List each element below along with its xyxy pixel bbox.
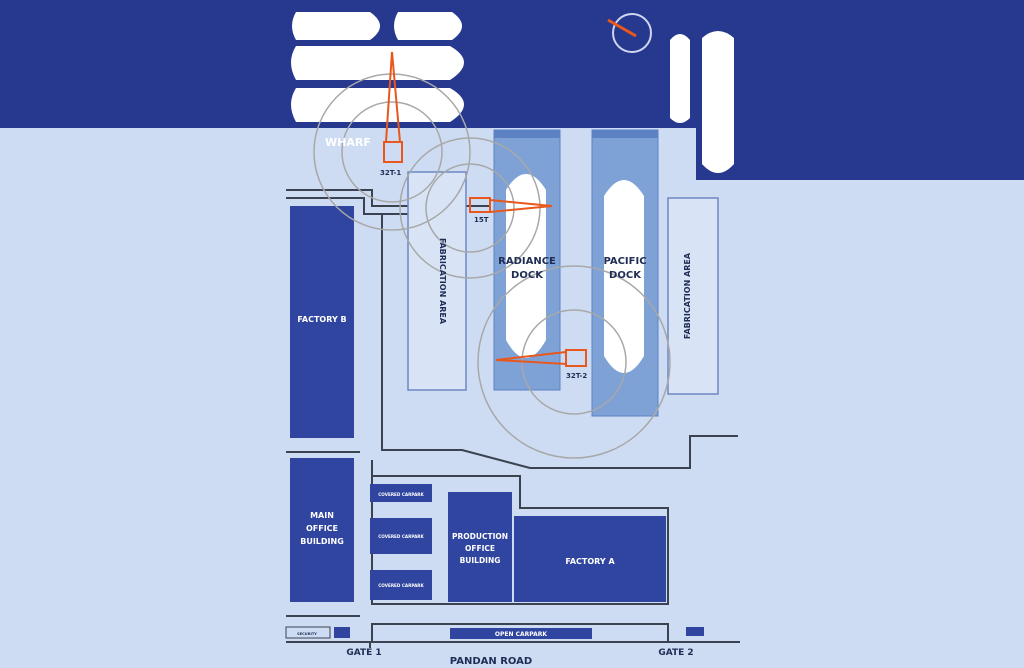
factory-a-label: FACTORY A: [565, 557, 615, 566]
gate-1-label: GATE 1: [346, 648, 381, 658]
radiance-dock-label-line2: DOCK: [511, 270, 544, 281]
crane-32t-2-label: 32T-2: [566, 372, 587, 380]
radiance-dock-label-line1: RADIANCE: [498, 256, 556, 267]
fabrication-area-left: [407, 171, 467, 391]
radiance-dock-gate: [494, 130, 560, 138]
factory-a: [514, 516, 666, 602]
main-office-label-line2: OFFICE: [306, 524, 338, 533]
security-post-right: [686, 627, 704, 636]
crane-32t-1-icon: [383, 51, 403, 163]
production-office-label-line2: OFFICE: [465, 544, 495, 553]
main-office-label-line1: MAIN: [310, 511, 334, 520]
pacific-dock-label-line2: DOCK: [609, 270, 642, 281]
ship: [702, 31, 734, 173]
production-office-building: [448, 492, 512, 602]
barge: [394, 12, 462, 40]
gate-2-label: GATE 2: [658, 648, 693, 658]
pandan-road-label: PANDAN ROAD: [450, 656, 532, 667]
covered-carpark-1: [370, 484, 432, 502]
gate-marker: [285, 626, 331, 639]
radiance-dock-basin: [506, 174, 546, 358]
main-office-building: [290, 458, 354, 602]
fabrication-area-right: [667, 197, 719, 395]
production-office-label-line1: PRODUCTION: [452, 532, 508, 541]
barge: [292, 12, 380, 40]
fabrication-area-left-label: FABRICATION AREA: [438, 238, 447, 325]
security-label: SECURITY: [297, 632, 317, 636]
pacific-dock-label-line1: PACIFIC: [603, 256, 646, 267]
covered-carpark-2: [370, 518, 432, 554]
ship: [670, 34, 690, 123]
covered-carpark-2-label: COVERED CARPARK: [378, 534, 424, 539]
crane-32t-2-icon: [495, 349, 587, 367]
factory-b-label: FACTORY B: [297, 315, 346, 324]
moored-ships: [670, 31, 734, 173]
covered-carpark-3: [370, 570, 432, 600]
main-office-label-line3: BUILDING: [300, 537, 344, 546]
production-office-label-line3: BUILDING: [460, 556, 501, 565]
sea-right-channel: [696, 0, 1024, 180]
barge: [291, 46, 464, 80]
covered-carpark-3-label: COVERED CARPARK: [378, 583, 424, 588]
crane-15t-label: 15T: [474, 216, 489, 224]
open-carpark: [450, 628, 592, 639]
barge: [291, 88, 464, 122]
pacific-dock-basin: [604, 180, 644, 373]
security-post: [334, 627, 350, 638]
fabrication-area-right-label: FABRICATION AREA: [683, 252, 692, 339]
factory-b: [290, 206, 354, 438]
crane-32t-1-label: 32T-1: [380, 169, 401, 177]
covered-carpark-1-label: COVERED CARPARK: [378, 492, 424, 497]
open-carpark-label: OPEN CARPARK: [495, 631, 547, 638]
north-arrow-icon: [607, 13, 652, 53]
barges: [291, 12, 464, 122]
crane-15t-icon: [469, 197, 553, 214]
wharf-label: WHARF: [325, 136, 371, 149]
pacific-dock-gate: [592, 130, 658, 138]
